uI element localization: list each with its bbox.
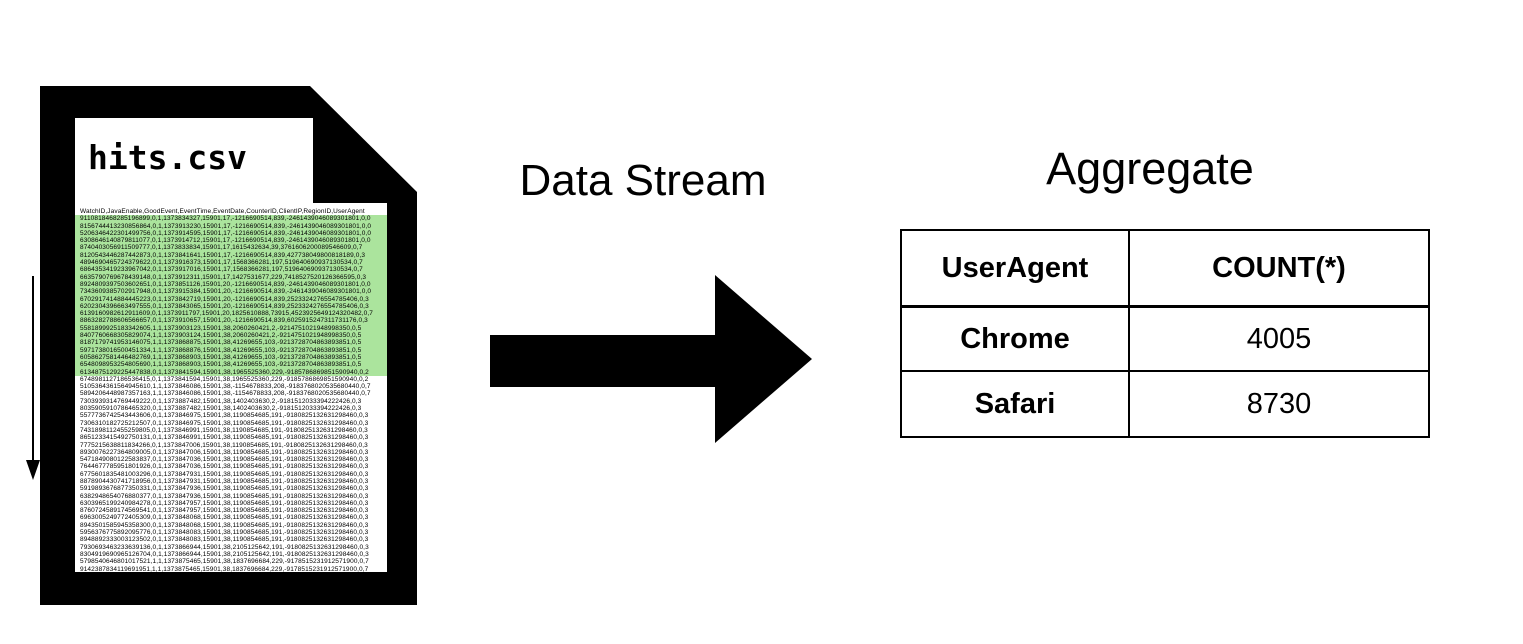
table-cell-count: 4005 (1130, 308, 1428, 372)
csv-data-row: 5206346422301499756,0,1,1373914595,15901… (75, 229, 387, 238)
csv-data-row: 7343609385702917948,0,1,1373915384,15901… (75, 288, 387, 296)
table-cell-agent: Safari (902, 372, 1130, 436)
csv-data-row: 6748981127186536415,0,1,1373841594,15901… (80, 375, 369, 383)
csv-data-row: 6702917414884445223,0,1,1373842719,15901… (75, 295, 387, 303)
csv-data-row: 5105364361564945610,1,1,1373846086,15901… (80, 383, 371, 391)
csv-data-row: 7930693463233639136,0,1,1373866944,15901… (80, 543, 369, 551)
file-name: hits.csv (88, 138, 247, 177)
csv-data-row: 6058627581446482769,1,1,1373868903,15901… (75, 353, 387, 362)
csv-data-row: 7775215638811834266,0,1,1373847006,15901… (80, 441, 368, 449)
right-arrow-icon (490, 275, 812, 443)
csv-data-row: 8948892333003123502,0,1,1373848083,15901… (80, 536, 369, 544)
csv-data-row: 6548098953254805690,1,1,1373868903,15901… (75, 361, 387, 369)
csv-data-row: 7644677785951801926,0,1,1373847036,15901… (80, 463, 369, 471)
csv-data-row: 5577736742543443606,0,1,1373846975,15901… (80, 412, 369, 420)
table-cell-count: 8730 (1246, 387, 1312, 420)
csv-data-row: 8304919690965126704,0,1,1373866944,15901… (80, 550, 369, 558)
csv-data-row: 8924809397503602651,0,1,1373851126,15901… (75, 280, 387, 289)
column-header-useragent: UserAgent (902, 231, 1130, 308)
csv-data-row: 8120543446287442873,0,1,1373841641,15901… (75, 251, 387, 260)
csv-data-row: 8740403056911509777,0,1,1373833834,15901… (75, 244, 387, 252)
csv-data-row: 6864353419233967042,0,1,1373917016,15901… (75, 266, 387, 274)
csv-file-icon: hits.csv WatchID,JavaEnable,GoodEvent,Ev… (40, 86, 417, 605)
csv-data-row: 8187179741953146075,1,1,1373868875,15901… (75, 339, 387, 347)
csv-data-row: 4894690465724379622,0,1,1373916373,15901… (75, 259, 387, 267)
data-stream-label: Data Stream (519, 156, 767, 205)
csv-data-row: 5471849080122583837,0,1,1373847036,15901… (80, 456, 369, 464)
csv-data-row: 8407760668305829074,1,1,1373903124,15901… (75, 332, 387, 340)
csv-data-row: 6382948654076880377,0,1,1373847936,15901… (80, 492, 369, 500)
csv-data-row: 8863282788606566657,0,1,1373910657,15901… (75, 317, 387, 325)
csv-data-row: 5894206448987357163,1,1,1373846086,15901… (80, 390, 371, 398)
csv-header-line: WatchID,JavaEnable,GoodEvent,EventTime,E… (80, 208, 365, 215)
csv-data-row: 5971738016500451334,1,1,1373868876,15901… (75, 346, 387, 354)
table-cell-agent: Chrome (902, 308, 1130, 372)
aggregate-title: Aggregate (1046, 143, 1254, 194)
csv-data-row: 6202304396663497555,0,1,1373843065,15901… (75, 302, 387, 311)
csv-data-row: 5581899925183342605,1,1,1373903123,15901… (75, 324, 387, 333)
down-arrow-icon (26, 276, 40, 480)
csv-data-row: 5798540646801017521,1,1,1373875465,15901… (80, 558, 369, 566)
csv-data-row: 6635790769678439148,0,1,1373912311,15901… (75, 273, 387, 281)
csv-data-row: 6308646140879811077,0,1,1373914712,15901… (75, 237, 387, 245)
csv-data-row: 8878904430741718956,0,1,1373847931,15901… (80, 477, 369, 485)
csv-data-row: 8035905910786465320,0,1,1373887482,15901… (80, 405, 362, 413)
csv-data-row: 8156744413230856864,0,1,1373913230,15901… (75, 222, 387, 230)
csv-data-row: 8760724589174569541,0,1,1373847957,15901… (80, 507, 369, 515)
csv-data-row: 5919893676877350331,0,1,1373847936,15901… (80, 485, 369, 493)
csv-data-row: 9110818468285196899,0,1,1373834327,15901… (75, 215, 387, 223)
csv-data-row: 7303939314769449222,0,1,1373887482,15901… (80, 397, 362, 405)
csv-preview: WatchID,JavaEnable,GoodEvent,EventTime,E… (75, 208, 387, 572)
csv-data-row: 6963005249772405309,0,1,1373848068,15901… (80, 514, 369, 522)
csv-data-row: 6139160982612911609,0,1,1373911797,15901… (75, 310, 387, 318)
csv-data-row: 6303965199240984278,0,1,1373847957,15901… (80, 499, 369, 507)
column-header-count: COUNT(*) (1130, 231, 1428, 308)
csv-data-row: 7306310182725212507,0,1,1373846975,15901… (80, 419, 369, 427)
csv-data-row: 9142387834119691951,1,1,1373875465,15901… (80, 565, 369, 572)
csv-data-row: 7431898112455259805,0,1,1373846991,15901… (80, 426, 368, 434)
csv-data-row: 5956376775892095776,0,1,1373848083,15901… (80, 529, 369, 537)
csv-data-row: 8930076227364809005,0,1,1373847006,15901… (80, 448, 369, 456)
aggregate-table: UserAgent COUNT(*) Chrome 4005 Safari 87… (900, 229, 1430, 438)
csv-data-row: 8943501585945358300,0,1,1373848068,15901… (80, 521, 369, 529)
csv-data-row: 8651233415492750131,0,1,1373846991,15901… (80, 434, 369, 442)
csv-data-row: 6134875129225447838,0,1,1373841594,15901… (75, 368, 387, 376)
csv-data-row: 6775601835481003296,0,1,1373847931,15901… (80, 470, 369, 478)
